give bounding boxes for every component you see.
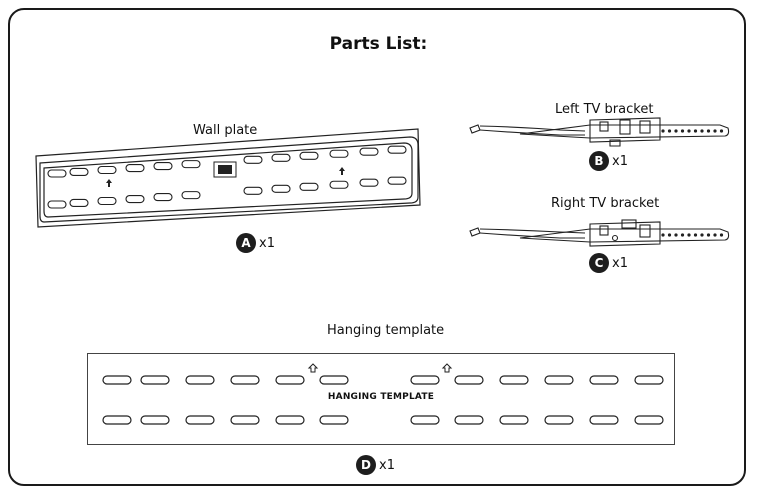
part-letter-c: C	[589, 253, 609, 273]
right-bracket-label: Right TV bracket	[551, 196, 660, 211]
part-letter-a: A	[236, 233, 256, 253]
page-frame	[8, 8, 746, 486]
left-bracket-quantity: x1	[612, 153, 628, 169]
hanging-template-text: HANGING TEMPLATE	[327, 392, 435, 402]
hanging-template-quantity: x1	[379, 457, 395, 473]
hanging-template-badge: D x1	[356, 455, 395, 475]
wall-plate-badge: A x1	[236, 233, 275, 253]
hanging-template-label: Hanging template	[327, 323, 445, 338]
wall-plate-label: Wall plate	[193, 123, 258, 138]
wall-plate-quantity: x1	[259, 235, 275, 251]
page-title: Parts List:	[329, 34, 428, 54]
right-bracket-quantity: x1	[612, 255, 628, 271]
part-letter-d: D	[356, 455, 376, 475]
part-letter-b: B	[589, 151, 609, 171]
left-bracket-badge: B x1	[589, 151, 628, 171]
left-bracket-label: Left TV bracket	[555, 102, 654, 117]
right-bracket-badge: C x1	[589, 253, 628, 273]
hanging-template-sheet: HANGING TEMPLATE	[87, 353, 675, 445]
